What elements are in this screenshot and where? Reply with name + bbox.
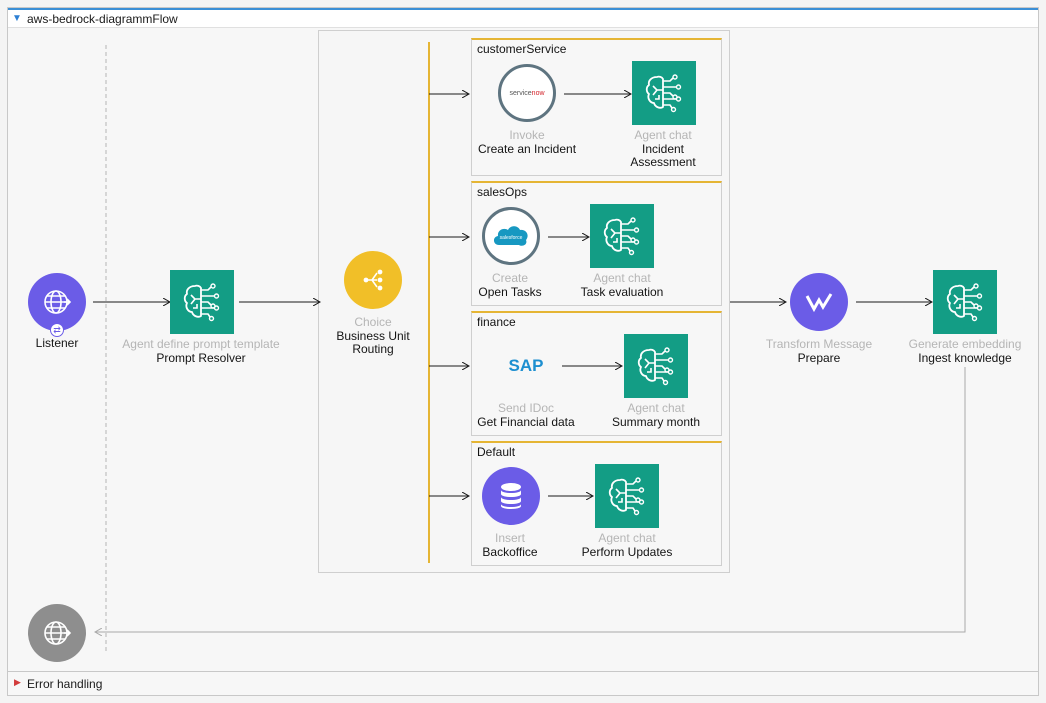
salesforce-node[interactable]: salesforce [482,207,540,265]
sync-badge-icon: ⇄ [50,323,64,337]
route-title: finance [477,315,516,329]
incident-agent-type: Agent chat [634,128,692,142]
embedding-node[interactable] [933,270,997,334]
bedrock-agent-icon [645,74,682,113]
servicenow-type: Invoke [509,128,545,142]
updates-agent-node[interactable] [595,464,659,528]
flow-title: aws-bedrock-diagrammFlow [27,12,178,26]
prompt-resolver-type: Agent define prompt template [122,337,280,351]
dataweave-icon [805,293,833,313]
transform-type: Transform Message [765,337,873,351]
embedding-type: Generate embedding [908,337,1022,351]
route-title: salesOps [477,185,528,199]
sap-type: Send IDoc [497,401,555,415]
embedding-name: Ingest knowledge [918,351,1012,365]
database-type: Insert [494,531,525,545]
prompt-resolver-name: Prompt Resolver [156,351,246,365]
database-node[interactable] [482,467,540,525]
bedrock-agent-icon [637,347,674,386]
sap-logo: SAP [508,356,544,375]
updates-agent-name: Perform Updates [581,545,673,559]
task-agent-type: Agent chat [593,271,651,285]
svg-text:salesforce: salesforce [500,235,523,241]
choice-name: Business Unit Routing [336,329,410,356]
expand-triangle-icon[interactable]: ▶ [14,677,21,687]
source-return-node[interactable] [28,604,86,662]
summary-agent-node[interactable] [624,334,688,398]
error-handling-section[interactable]: ▶ Error handling [8,671,1038,695]
listener-label: Listener [35,336,79,350]
sap-node[interactable]: SAP [497,337,555,395]
database-name: Backoffice [482,545,538,559]
bedrock-agent-icon [946,283,983,322]
route-title: customerService [477,42,567,56]
bedrock-agent-icon [183,283,220,322]
transform-node[interactable] [790,273,848,331]
servicenow-node[interactable]: servicenow [498,64,556,122]
choice-type: Choice [354,315,392,329]
error-handling-label: Error handling [27,677,103,691]
bedrock-agent-icon [603,217,640,256]
globe-icon [44,621,72,645]
summary-agent-name: Summary month [611,415,701,429]
servicenow-name: Create an Incident [477,142,577,156]
salesforce-type: Create [491,271,529,285]
route-title: Default [477,445,516,459]
bedrock-agent-icon [608,477,645,516]
incident-agent-node[interactable] [632,61,696,125]
salesforce-cloud-icon: salesforce [493,226,528,246]
task-agent-node[interactable] [590,204,654,268]
listener-node[interactable] [28,273,86,331]
database-icon [501,483,521,509]
salesforce-name: Open Tasks [478,285,542,299]
flow-header[interactable]: ▼ aws-bedrock-diagrammFlow [8,8,1038,28]
task-agent-name: Task evaluation [580,285,664,299]
choice-node[interactable] [344,251,402,309]
choice-split-icon [363,269,383,291]
updates-agent-type: Agent chat [598,531,656,545]
incident-agent-name: Incident Assessment [630,142,696,169]
sap-name: Get Financial data [477,415,575,429]
transform-name: Prepare [797,351,841,365]
globe-icon [44,290,72,314]
prompt-resolver-node[interactable] [170,270,234,334]
collapse-triangle-icon[interactable]: ▼ [12,13,22,24]
summary-agent-type: Agent chat [627,401,685,415]
servicenow-logo: servicenow [509,89,545,97]
